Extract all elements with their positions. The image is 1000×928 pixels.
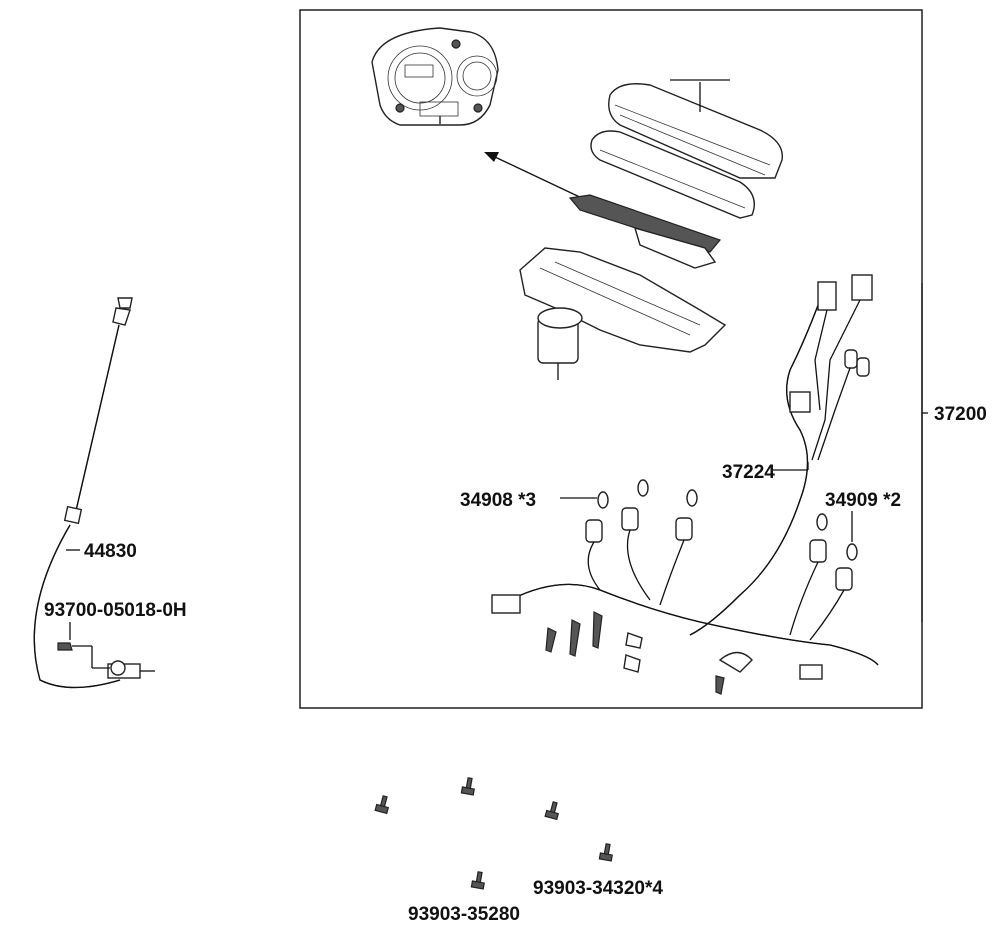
label-screw-b: 93903-35280 [408, 904, 520, 925]
label-cable: 44830 [84, 541, 137, 562]
screw-icon [545, 611, 725, 695]
meter-case-icon [519, 247, 727, 380]
wire-harness-icon [491, 274, 879, 680]
label-bulb-a: 34908 *3 [460, 490, 536, 511]
label-harness: 37224 [722, 462, 775, 483]
label-assembly: 37200 [934, 404, 987, 425]
label-cable-screw: 93700-05018-0H [44, 600, 187, 621]
label-bulb-b: 34909 *2 [825, 490, 901, 511]
cable-screw-icon [57, 642, 110, 669]
bulb-socket-group [585, 507, 853, 641]
speedometer-face-icon [371, 27, 499, 126]
meter-cover-icon [568, 79, 784, 269]
bulb-icon [597, 479, 858, 561]
screw-icon [374, 777, 613, 890]
speedometer-cable-icon [33, 297, 155, 689]
label-screw-a: 93903-34320*4 [533, 878, 663, 899]
